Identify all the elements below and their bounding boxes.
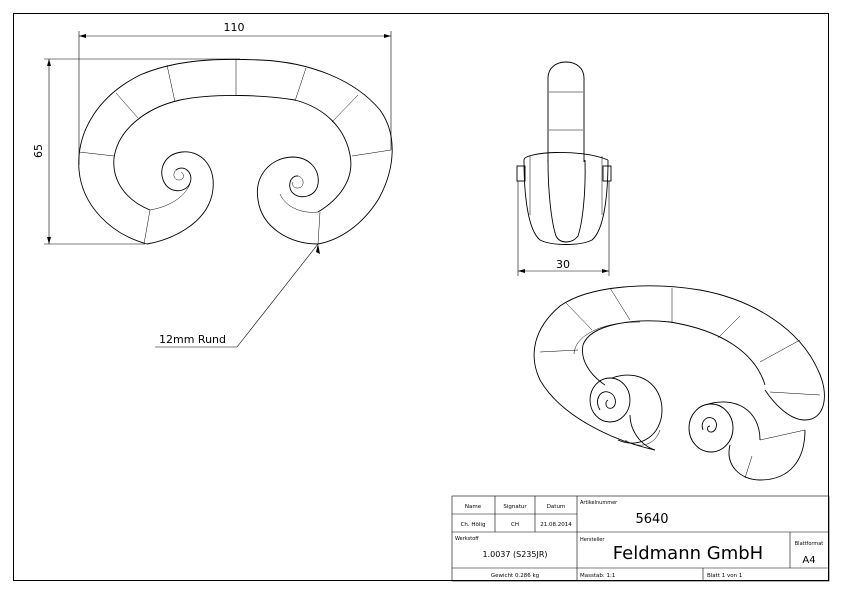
tb-name-label: Name bbox=[465, 504, 482, 510]
tb-sheet: Blatt 1 von 1 bbox=[707, 573, 742, 579]
material-leader: 12mm Rund bbox=[155, 243, 320, 348]
tb-scale: Masstab: 1:1 bbox=[580, 573, 615, 579]
tb-material-value: 1.0037 (S235JR) bbox=[482, 550, 547, 559]
sheet-border bbox=[13, 13, 829, 581]
iso-segment-lines bbox=[539, 287, 821, 396]
tb-format-label: Blattformat bbox=[795, 541, 824, 547]
tb-name-value: Ch. Hölig bbox=[461, 522, 486, 528]
tb-article-label: Artikelnummer bbox=[580, 500, 618, 506]
front-view bbox=[78, 58, 393, 245]
isometric-view bbox=[533, 285, 825, 481]
tb-manufacturer-value: Feldmann GmbH bbox=[613, 543, 763, 564]
dimension-height-label: 65 bbox=[32, 144, 45, 158]
tb-date-value: 21.08.2014 bbox=[540, 522, 572, 528]
tb-material-label: Werkstoff bbox=[455, 536, 479, 542]
tb-format-value: A4 bbox=[802, 555, 815, 566]
tb-manufacturer-label: Hersteller bbox=[580, 537, 605, 543]
tb-weight: Gewicht 0.286 kg bbox=[491, 573, 539, 579]
dimension-depth: 30 bbox=[517, 181, 610, 276]
dimension-depth-label: 30 bbox=[556, 258, 570, 271]
title-block: Name Signatur Datum Ch. Hölig CH 21.08.2… bbox=[451, 495, 830, 582]
dimension-width-label: 110 bbox=[224, 21, 245, 34]
material-callout: 12mm Rund bbox=[159, 333, 226, 346]
tb-date-label: Datum bbox=[547, 504, 566, 510]
tb-signature-value: CH bbox=[511, 522, 519, 528]
tb-signature-label: Signatur bbox=[503, 504, 527, 510]
dimension-width: 110 bbox=[78, 21, 392, 165]
side-view bbox=[516, 61, 612, 245]
dimension-height: 65 bbox=[32, 58, 240, 245]
segment-lines bbox=[78, 59, 392, 245]
tb-article-value: 5640 bbox=[635, 512, 668, 527]
